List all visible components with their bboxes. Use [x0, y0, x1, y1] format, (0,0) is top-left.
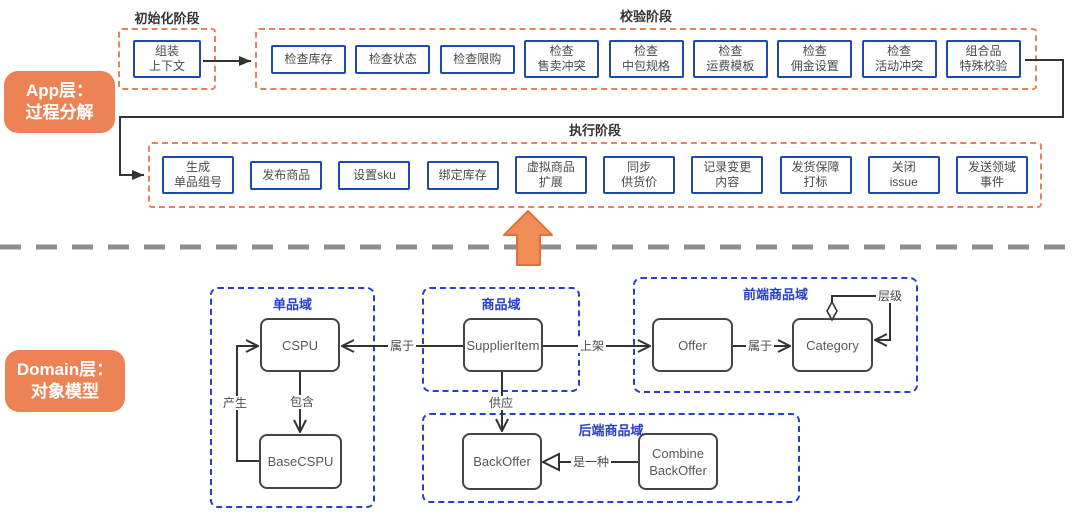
relation-label: 层级	[875, 289, 905, 303]
execute-phase-container: 生成 单品组号 发布商品 设置sku 绑定库存 虚拟商品 扩展 同步 供货价 记…	[148, 142, 1042, 208]
process-step: 组装 上下文	[133, 40, 201, 78]
entity-node: CSPU	[260, 318, 340, 372]
process-step: 检查状态	[355, 44, 431, 74]
init-phase-container: 组装 上下文	[118, 28, 216, 90]
relation-label: 是一种	[570, 455, 612, 469]
process-step: 设置sku	[338, 160, 411, 190]
process-step: 关闭 issue	[867, 156, 940, 194]
process-step: 同步 供货价	[603, 156, 676, 194]
relation-label: 属于	[745, 339, 775, 353]
process-step: 记录变更 内容	[691, 156, 764, 194]
validate-phase-title: 校验阶段	[619, 9, 672, 24]
app-layer-label: App层： 过程分解	[4, 71, 115, 133]
domain-group-title: 商品域	[481, 297, 521, 312]
process-step: 生成 单品组号	[162, 156, 234, 194]
domain-group-title: 后端商品域	[578, 423, 644, 438]
process-step: 检查 运费模板	[692, 40, 768, 78]
process-step: 检查库存	[271, 44, 346, 74]
process-step: 检查 佣金设置	[777, 40, 853, 78]
init-phase-title: 初始化阶段	[134, 11, 200, 26]
domain-group-title: 单品域	[272, 297, 312, 312]
relation-label: 产生	[220, 396, 250, 410]
entity-node: BackOffer	[462, 433, 542, 490]
execute-phase-title: 执行阶段	[568, 123, 621, 138]
process-step: 检查 中包规格	[608, 40, 684, 78]
app-layer-label-line1: App层：	[25, 81, 94, 100]
entity-node: Offer	[652, 318, 733, 372]
process-step: 检查 售卖冲突	[524, 40, 600, 78]
relation-label: 上架	[577, 339, 607, 353]
relation-label: 供应	[486, 396, 516, 410]
domain-group-title: 前端商品域	[742, 287, 808, 302]
process-step: 检查限购	[439, 44, 515, 74]
process-step: 发送领域 事件	[955, 156, 1028, 194]
process-step: 发布商品	[250, 160, 323, 190]
up-arrow-icon	[503, 210, 553, 266]
entity-node: BaseCSPU	[259, 434, 342, 489]
process-step: 虚拟商品 扩展	[514, 156, 587, 194]
process-step: 组合品 特殊校验	[946, 40, 1021, 78]
entity-node: SupplierItem	[463, 318, 543, 372]
domain-layer-label-line2: 对象模型	[31, 382, 99, 401]
domain-group-front-product: 前端商品域	[633, 277, 918, 393]
validate-phase-container: 检查库存 检查状态 检查限购 检查 售卖冲突 检查 中包规格 检查 运费模板 检…	[255, 28, 1037, 90]
process-step: 发货保障 打标	[779, 156, 852, 194]
relation-label: 属于	[387, 339, 417, 353]
relation-label: 包含	[287, 395, 317, 409]
domain-group-single-item: 单品域	[210, 287, 375, 508]
process-step: 检查 活动冲突	[861, 40, 937, 78]
process-step: 绑定库存	[426, 160, 499, 190]
entity-node: Category	[792, 318, 873, 372]
domain-group-back-product: 后端商品域	[422, 413, 800, 503]
domain-layer-label-line1: Domain层：	[16, 360, 114, 379]
app-layer-label-line2: 过程分解	[25, 103, 94, 122]
domain-layer-label: Domain层： 对象模型	[5, 350, 125, 412]
entity-node: Combine BackOffer	[638, 433, 718, 490]
